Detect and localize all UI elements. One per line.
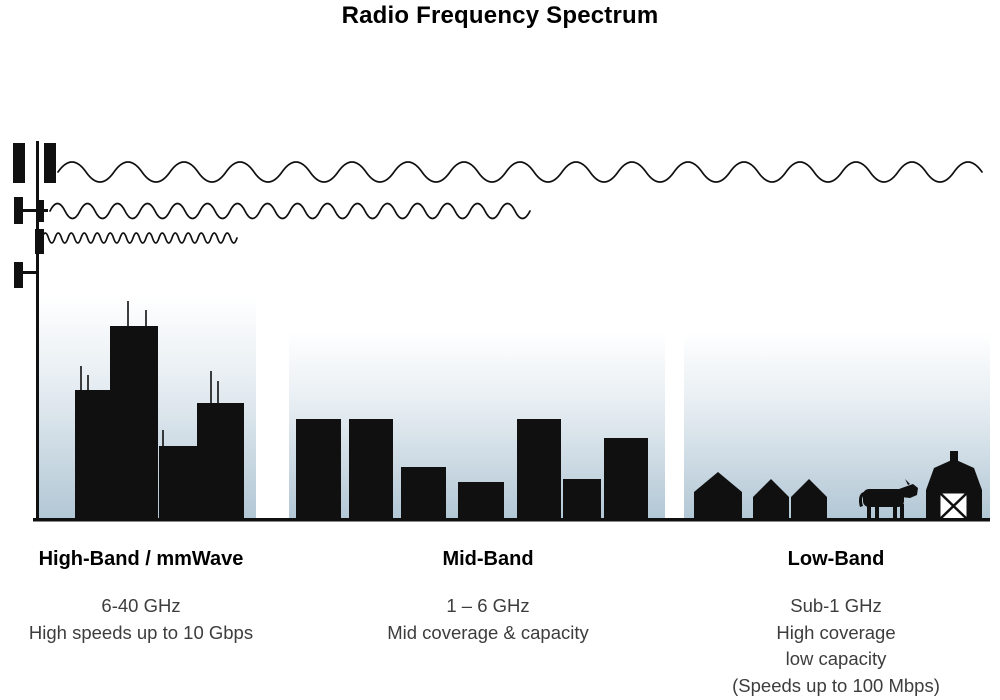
building xyxy=(604,438,648,520)
house-icon xyxy=(694,472,742,520)
building xyxy=(517,419,561,520)
barn-icon xyxy=(926,451,982,522)
diagram-title: Radio Frequency Spectrum xyxy=(341,2,659,29)
cow-icon xyxy=(859,479,918,518)
cow-body xyxy=(863,489,904,507)
tower-antenna-panel xyxy=(35,229,44,254)
radio-waves xyxy=(41,161,983,244)
building xyxy=(349,419,393,520)
long-wavelength-wave-icon xyxy=(57,161,983,183)
city-skyline-icon xyxy=(75,301,244,520)
tower-antenna-panel xyxy=(13,143,25,183)
house-icon xyxy=(791,479,827,520)
building xyxy=(401,467,446,520)
building xyxy=(110,326,158,520)
low-band-description: (Speeds up to 100 Mbps) xyxy=(732,674,940,696)
rural-scene xyxy=(694,451,982,522)
ground-line xyxy=(33,518,990,522)
high-band-description: High speeds up to 10 Gbps xyxy=(28,621,254,643)
high-band-name: High-Band / mmWave xyxy=(38,548,244,570)
mid-band-label: Mid-Band 1 – 6 GHz Mid coverage & capaci… xyxy=(348,548,628,646)
building xyxy=(563,479,601,520)
low-band-label: Low-Band Sub-1 GHz High coverage low cap… xyxy=(696,548,976,699)
cow-leg xyxy=(893,504,897,518)
house-icon xyxy=(753,479,789,520)
tower-crossarm xyxy=(14,209,48,212)
barn-cupola xyxy=(950,451,958,463)
cow-tail xyxy=(859,492,866,507)
building xyxy=(75,390,110,520)
mid-band-frequency: 1 – 6 GHz xyxy=(446,595,530,616)
cow-head xyxy=(899,484,918,498)
high-band-label: High-Band / mmWave 6-40 GHz High speeds … xyxy=(1,548,281,646)
low-band-description: High coverage xyxy=(776,621,896,643)
rooftop-antennas xyxy=(80,301,219,448)
tower-antenna-panel xyxy=(39,200,44,222)
tower-antenna-panel xyxy=(14,262,23,288)
low-band-name: Low-Band xyxy=(787,548,885,570)
cow-leg xyxy=(867,504,871,518)
building xyxy=(296,419,341,520)
tower-antenna-panel xyxy=(44,143,56,183)
short-wavelength-wave-icon xyxy=(41,232,238,244)
mid-rise-buildings-icon xyxy=(296,419,648,520)
low-band-frequency: Sub-1 GHz xyxy=(790,595,882,616)
mid-band-name: Mid-Band xyxy=(442,548,534,570)
high-band-frequency: 6-40 GHz xyxy=(101,595,181,616)
mid-band-description: Mid coverage & capacity xyxy=(387,621,589,643)
cow-leg xyxy=(875,504,879,518)
building xyxy=(197,403,244,520)
barn-door-cross xyxy=(938,491,969,521)
medium-wavelength-wave-icon xyxy=(49,202,531,220)
tower-mast xyxy=(36,141,39,520)
tower-crossarm xyxy=(14,271,39,274)
building xyxy=(458,482,504,520)
cow-leg xyxy=(900,504,904,518)
cow-ear xyxy=(905,479,910,485)
low-band-description: low capacity xyxy=(785,648,887,669)
building xyxy=(159,446,197,520)
cell-tower-icon xyxy=(13,141,56,520)
